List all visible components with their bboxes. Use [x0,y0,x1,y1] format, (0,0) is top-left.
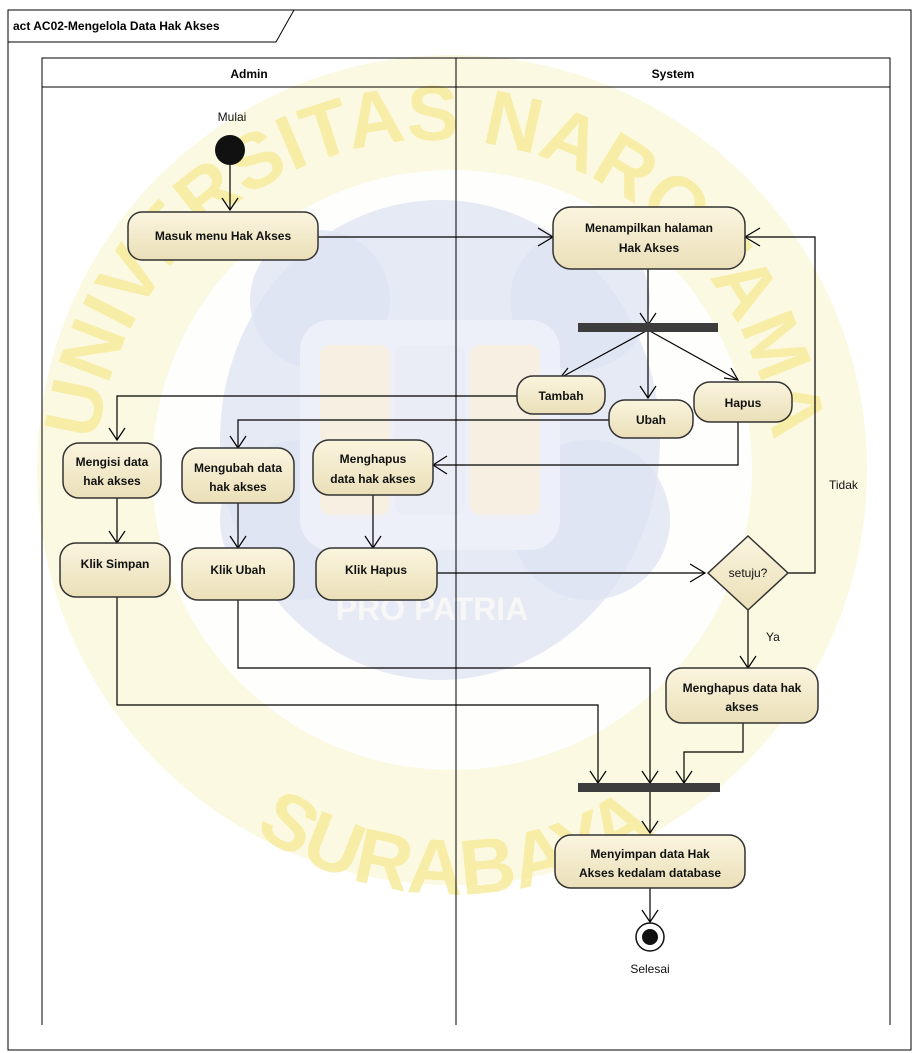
svg-text:Hapus: Hapus [725,396,762,410]
start-label: Mulai [218,110,247,124]
svg-text:Tambah: Tambah [538,389,583,403]
activity-mengisi-data: Mengisi data hak akses [62,442,162,499]
svg-text:data hak akses: data hak akses [330,472,416,486]
svg-text:Klik Ubah: Klik Ubah [210,563,265,577]
svg-text:Menyimpan data Hak: Menyimpan data Hak [590,847,710,861]
activity-menghapus-data-hak-akses: Menghapus data hak akses [665,667,819,724]
svg-text:Klik Simpan: Klik Simpan [81,557,150,571]
end-node [635,922,665,952]
svg-text:Klik Hapus: Klik Hapus [345,563,407,577]
lane-title-admin: Admin [230,67,267,81]
svg-text:Ubah: Ubah [636,413,666,427]
decision-label: setuju? [729,566,768,580]
svg-text:Masuk menu Hak Akses: Masuk menu Hak Akses [155,229,292,243]
activity-masuk-menu: Masuk menu Hak Akses [127,211,319,261]
activity-hapus: Hapus [693,381,793,423]
activity-klik-hapus: Klik Hapus [315,547,438,601]
lane-title-system: System [652,67,695,81]
guard-ya: Ya [766,630,780,644]
activity-ubah: Ubah [608,399,694,439]
swimlanes [41,57,891,1025]
fork-bar-top [578,323,718,332]
activity-klik-simpan: Klik Simpan [59,542,171,598]
svg-text:hak akses: hak akses [209,480,267,494]
edges [108,165,816,924]
svg-text:Hak Akses: Hak Akses [619,241,680,255]
activity-tambah: Tambah [516,375,606,415]
svg-text:Mengisi data: Mengisi data [76,455,149,469]
svg-text:Menampilkan halaman: Menampilkan halaman [585,221,713,235]
svg-text:Mengubah data: Mengubah data [194,461,282,475]
svg-text:Menghapus: Menghapus [340,452,407,466]
activity-klik-ubah: Klik Ubah [181,547,295,601]
decision-node [706,534,790,612]
svg-text:Menghapus data hak: Menghapus data hak [683,681,802,695]
activity-mengubah-data: Mengubah data hak akses [181,447,295,504]
join-bar-bottom [578,783,720,792]
activity-menampilkan-halaman: Menampilkan halaman Hak Akses [552,206,746,270]
guard-tidak: Tidak [829,478,859,492]
frame-title: act AC02-Mengelola Data Hak Akses [13,19,220,33]
diagram-frame: act AC02-Mengelola Data Hak Akses [7,9,912,1051]
svg-text:akses: akses [725,700,759,714]
svg-text:hak akses: hak akses [83,474,141,488]
end-label: Selesai [630,962,669,976]
start-node [215,135,245,165]
activity-menghapus-data-form: Menghapus data hak akses [312,439,434,496]
svg-text:Akses kedalam database: Akses kedalam database [579,866,721,880]
activity-menyimpan-data: Menyimpan data Hak Akses kedalam databas… [554,834,746,889]
